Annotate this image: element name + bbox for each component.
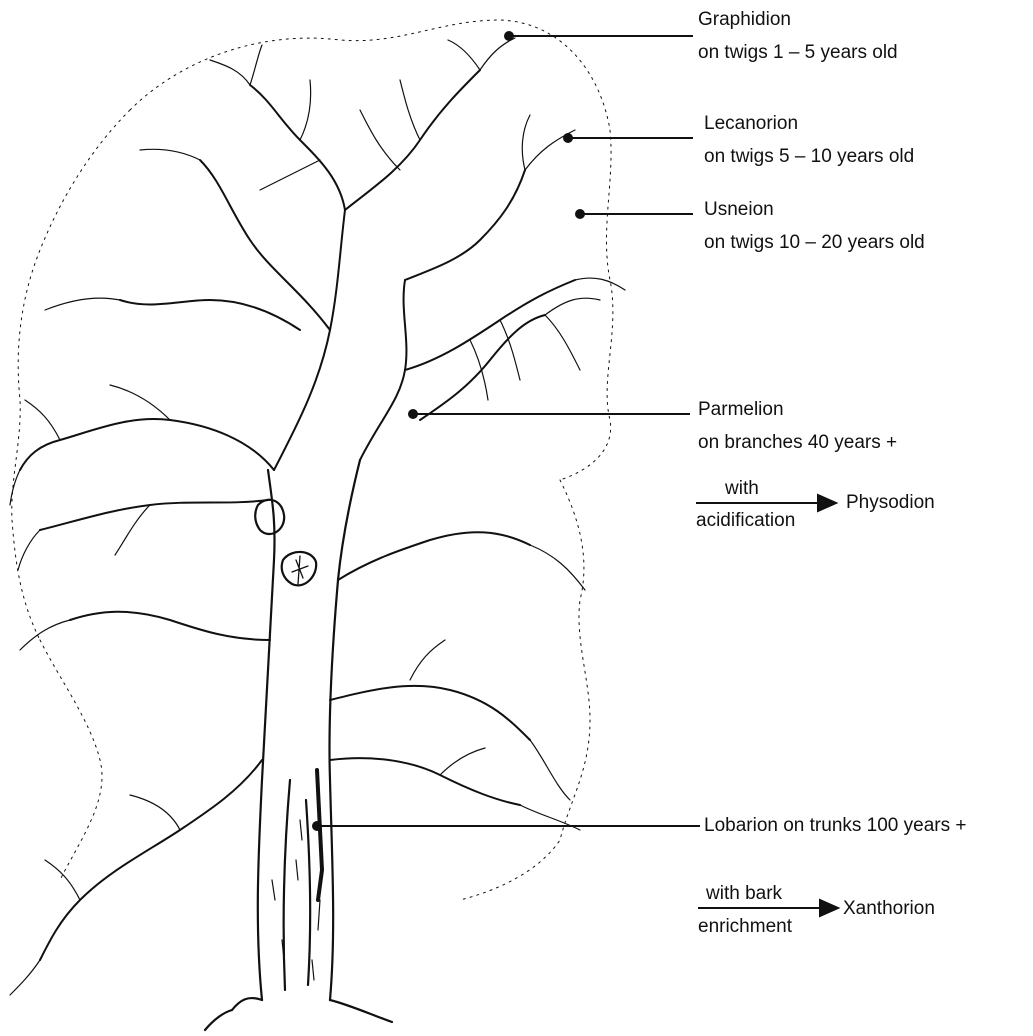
usneion-label: Usneion [704,197,774,223]
graphidion-dot [505,32,513,40]
xanthorion-arrow-top: with bark [706,883,782,905]
lecanorion-detail: on twigs 5 – 10 years old [704,144,914,170]
parmelion-dot [409,410,417,418]
usneion-dot [576,210,584,218]
lobarion-dot [313,822,321,830]
parmelion-label: Parmelion [698,397,784,423]
physodion-label: Physodion [846,490,935,516]
xanthorion-label: Xanthorion [843,896,935,922]
xanthorion-arrow-bottom: enrichment [698,916,792,938]
xanthorion-arrow-head [820,900,838,916]
graphidion-label: Graphidion [698,7,791,33]
lobarion-label: Lobarion on trunks 100 years + [704,813,966,839]
graphidion-detail: on twigs 1 – 5 years old [698,40,898,66]
lecanorion-dot [564,134,572,142]
usneion-detail: on twigs 10 – 20 years old [704,230,925,256]
parmelion-detail: on branches 40 years + [698,430,897,456]
physodion-arrow-bottom: acidification [696,510,795,532]
physodion-arrow-head [818,495,836,511]
lecanorion-label: Lecanorion [704,111,798,137]
physodion-arrow-top: with [725,478,759,500]
